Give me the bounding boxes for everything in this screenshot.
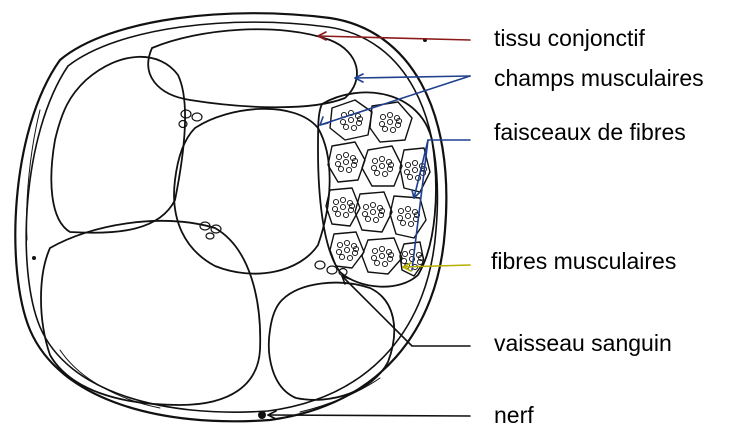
field-top-left xyxy=(51,57,185,233)
fiber-dot xyxy=(405,162,410,167)
field-bottom-left xyxy=(41,221,260,405)
fiber-dot xyxy=(339,254,344,259)
fiber-dot xyxy=(379,156,384,161)
fiber-dot xyxy=(351,125,356,130)
fiber-dot xyxy=(387,112,392,117)
fiber-dot xyxy=(397,215,402,220)
fiber-dot xyxy=(346,167,351,172)
fiber-dot xyxy=(335,211,340,216)
fiber-dot xyxy=(348,117,353,122)
fiber-dot xyxy=(374,170,379,175)
fiber-dot xyxy=(335,161,340,166)
leader-champs-musculaires xyxy=(355,76,470,78)
label-champs-musculaires: champs musculaires xyxy=(494,67,704,90)
fiber-dot xyxy=(400,220,405,225)
fiber-dot xyxy=(347,255,352,260)
fiber-dot xyxy=(405,206,410,211)
fascicle-2 xyxy=(370,102,412,142)
fiber-dot xyxy=(340,197,345,202)
field-bottom-right xyxy=(269,283,394,400)
fiber-dot xyxy=(371,165,376,170)
field-center xyxy=(174,109,330,274)
fascicle-10 xyxy=(362,238,402,274)
fascicle-4 xyxy=(362,146,402,186)
fiber-dot xyxy=(373,217,378,222)
field-top xyxy=(148,29,357,107)
fiber-dot xyxy=(382,171,387,176)
fiber-dot xyxy=(332,206,337,211)
fiber-dot xyxy=(387,119,392,124)
fiber-dot xyxy=(343,124,348,129)
fiber-dot xyxy=(380,114,385,119)
fiber-dot xyxy=(412,160,417,165)
fiber-dot xyxy=(344,240,349,245)
fiber-dot xyxy=(407,174,412,179)
fiber-dot xyxy=(379,246,384,251)
fiber-dot xyxy=(412,167,417,172)
fascicle-6 xyxy=(326,188,360,226)
fiber-dot xyxy=(371,255,376,260)
fascicle-3 xyxy=(328,142,365,182)
fiber-dot xyxy=(404,169,409,174)
fiber-dot xyxy=(343,159,348,164)
fascicle-9 xyxy=(330,232,364,268)
label-vaisseau-sanguin: vaisseau sanguin xyxy=(494,332,672,355)
fiber-dot xyxy=(398,208,403,213)
leader-nerf xyxy=(268,415,470,416)
fiber-dot xyxy=(333,199,338,204)
small-dot-left xyxy=(32,256,36,260)
fiber-dot xyxy=(363,204,368,209)
fiber-dot xyxy=(365,216,370,221)
nerve-dot xyxy=(258,411,266,419)
fiber-dot xyxy=(372,248,377,253)
fiber-dot xyxy=(372,158,377,163)
label-nerf: nerf xyxy=(494,404,534,427)
label-tissu-conjonctif: tissu conjonctif xyxy=(494,27,645,50)
fiber-dot xyxy=(382,126,387,131)
fiber-dot xyxy=(343,152,348,157)
fiber-dot xyxy=(402,251,407,256)
fiber-dot xyxy=(374,260,379,265)
fiber-dot xyxy=(336,154,341,159)
leader-lines xyxy=(268,32,470,419)
fiber-dot xyxy=(344,247,349,252)
fiber-dot xyxy=(379,121,384,126)
fiber-dot xyxy=(370,202,375,207)
fiber-dot xyxy=(405,213,410,218)
fiber-dot xyxy=(362,211,367,216)
fiber-dot xyxy=(379,253,384,258)
leader-tissu-conjonctif xyxy=(318,36,470,40)
leader-vaisseau-sanguin xyxy=(342,276,470,346)
fiber-dot xyxy=(408,221,413,226)
fiber-dot xyxy=(370,209,375,214)
fiber-dot xyxy=(379,163,384,168)
label-fibres-musculaires: fibres musculaires xyxy=(491,250,676,273)
fascicle-7 xyxy=(355,192,392,232)
fiber-dot xyxy=(340,119,345,124)
fiber-dot xyxy=(338,166,343,171)
label-faisceaux-de-fibres: faisceaux de fibres xyxy=(494,121,686,144)
fiber-dot xyxy=(337,242,342,247)
fiber-dot xyxy=(401,258,406,263)
fiber-dot xyxy=(390,127,395,132)
fiber-dot xyxy=(336,249,341,254)
fiber-dot xyxy=(382,261,387,266)
fiber-dot xyxy=(340,204,345,209)
fiber-dot xyxy=(343,212,348,217)
